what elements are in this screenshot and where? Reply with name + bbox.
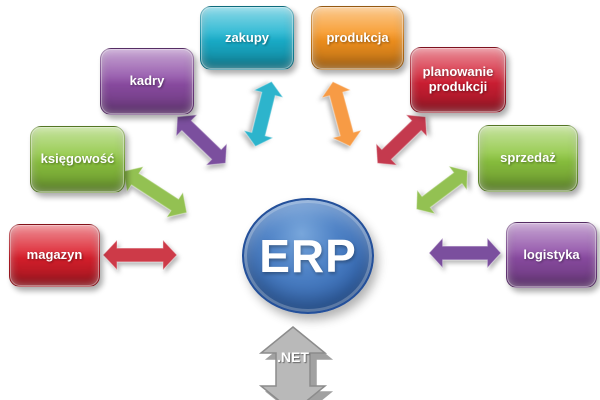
module-box-ksiegowosc: księgowość [30,126,125,193]
module-label-planowanie-produkcji: planowanie produkcji [422,64,494,94]
arrow-sprzedaz-erp [406,157,478,223]
module-box-kadry: kadry [100,48,194,115]
module-box-sprzedaz: sprzedaż [478,125,578,192]
arrow-kadry-erp [166,105,238,176]
arrow-produkcja-erp [316,77,366,151]
module-label-produkcja: produkcja [326,29,389,45]
module-label-ksiegowosc: księgowość [40,151,115,167]
module-box-magazyn: magazyn [9,224,100,287]
erp-center-node: ERP [242,198,374,314]
module-box-zakupy: zakupy [200,6,294,70]
arrow-logistyka-erp [428,236,502,270]
arrow-zakupy-erp [239,77,288,150]
dotnet-arrow: .NET [258,326,328,400]
module-label-logistyka: logistyka [523,246,580,262]
module-label-magazyn: magazyn [26,247,83,263]
arrow-ksiegowosc-erp [114,157,196,227]
dotnet-label: .NET [277,349,309,365]
arrow-planowanie-erp [366,105,438,176]
module-box-produkcja: produkcja [311,6,404,70]
module-label-sprzedaz: sprzedaż [500,150,556,166]
erp-label: ERP [259,230,357,282]
module-box-logistyka: logistyka [506,222,597,288]
module-label-zakupy: zakupy [224,29,270,45]
arrow-magazyn-erp [102,238,178,272]
module-label-kadry: kadry [129,73,165,89]
module-box-planowanie-produkcji: planowanie produkcji [410,47,506,113]
